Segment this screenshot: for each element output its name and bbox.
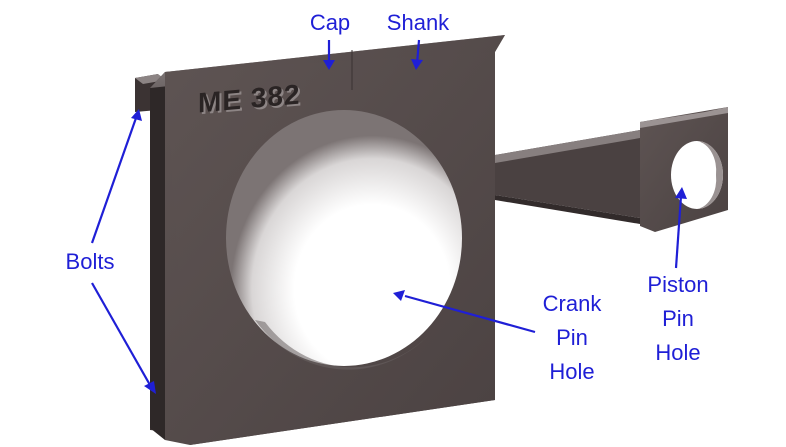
piston-pin-hole-label-line-3: Hole [655,340,701,365]
crank-pin-arrow [404,294,536,334]
cap-label: Cap [309,10,351,35]
crank-pin-hole-label-line-3: Hole [549,359,595,384]
piston-pin-hole-label-line-2: Pin [662,306,694,331]
crank-pin-hole-label: Crank Pin Hole [528,289,616,387]
crank-pin-hole-label-line-1: Crank [542,291,602,316]
crank-pin-hole-label-line-2: Pin [556,325,588,350]
piston-pin-hole-label: Piston Pin Hole [632,270,724,368]
piston-pin-hole-label-line-1: Piston [647,272,709,297]
shank-label: Shank [386,10,450,35]
crank-pin-hole-shape [226,110,462,366]
annotation-arrows [90,39,687,394]
big-end-block [150,35,505,445]
rod-arm [495,130,640,224]
piston-pin-arrow [674,195,683,269]
small-end [640,107,728,232]
bolts-arrow-bottom [91,282,151,386]
bolts-arrow-top [90,117,138,244]
bolts-label: Bolts [65,249,115,274]
